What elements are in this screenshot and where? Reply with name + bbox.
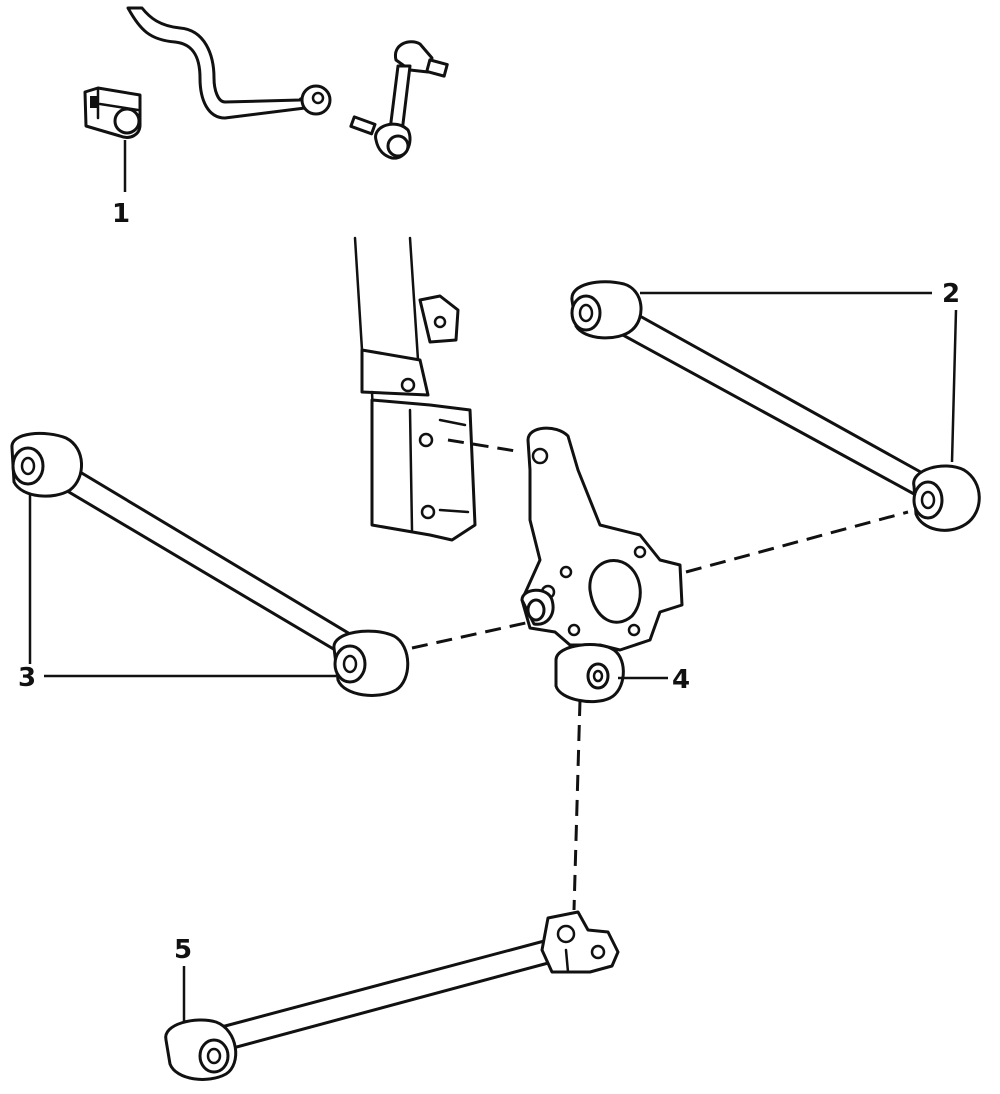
callout-5: 5 xyxy=(174,935,192,965)
callout-3: 3 xyxy=(18,663,36,693)
callout-1: 1 xyxy=(112,199,130,229)
stabilizer-link xyxy=(349,40,449,160)
steering-knuckle xyxy=(520,426,684,704)
upper-control-arm xyxy=(570,280,981,532)
stabilizer-bar xyxy=(126,6,332,120)
stabilizer-bushing xyxy=(83,86,142,139)
leader-lines xyxy=(28,140,958,1022)
alignment-lines xyxy=(411,438,909,911)
callout-4: 4 xyxy=(672,665,690,695)
lower-control-arm xyxy=(10,431,410,697)
callout-2: 2 xyxy=(942,279,960,309)
shock-absorber xyxy=(353,236,477,542)
trailing-arm xyxy=(164,910,620,1081)
